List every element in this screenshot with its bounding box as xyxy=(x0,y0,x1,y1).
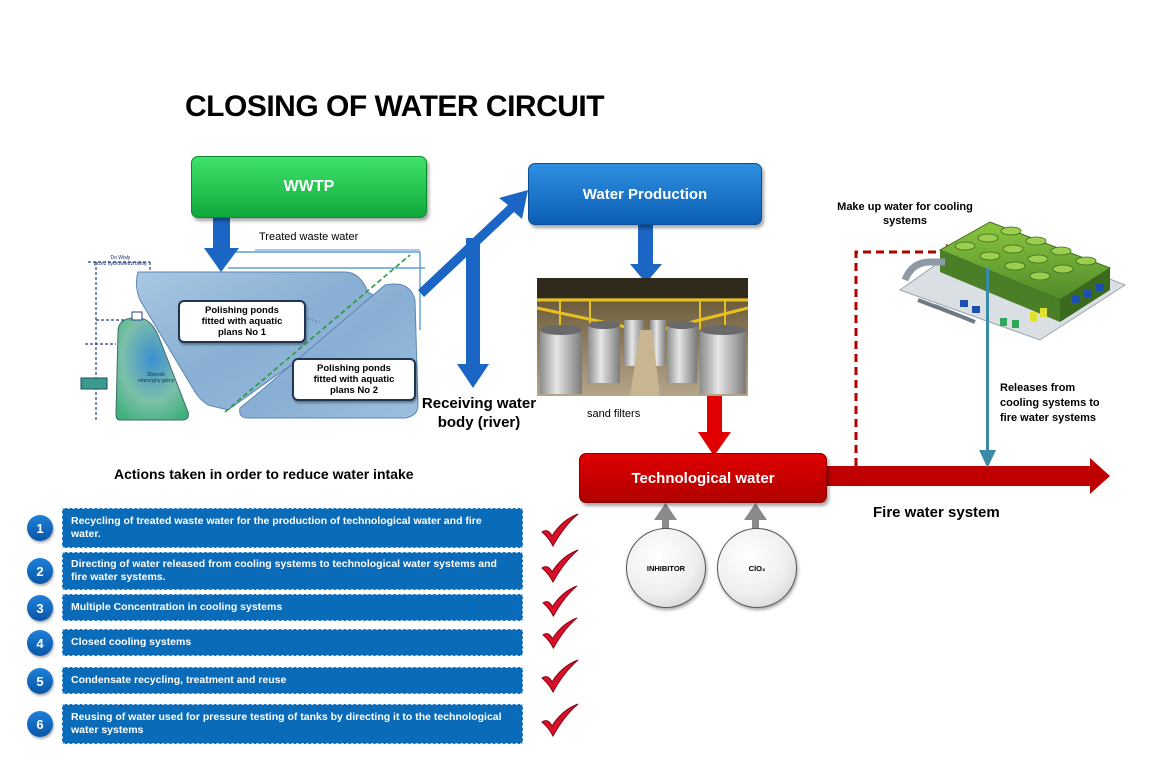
inhibitor-circle: INHIBITOR xyxy=(626,528,706,608)
page-title: CLOSING OF WATER CIRCUIT xyxy=(185,90,605,123)
action-item-6: 6 Reusing of water used for pressure tes… xyxy=(25,704,535,744)
sand-filters-label: sand filters xyxy=(587,408,641,420)
receiving-water-label: Receiving water body (river) xyxy=(414,394,544,432)
makeup-water-label: Make up water for cooling systems xyxy=(830,200,980,228)
arrow-fire-water-system xyxy=(825,458,1110,494)
action-number-badge: 5 xyxy=(27,668,53,694)
action-item-2: 2 Directing of water released from cooli… xyxy=(25,552,535,590)
fire-water-system-label: Fire water system xyxy=(873,504,1000,521)
treated-waste-water-label: Treated waste water xyxy=(259,231,359,243)
pond-label-2-line2: fitted with aquatic xyxy=(313,374,395,385)
makeup-water-line1: Make up water for cooling xyxy=(837,201,973,213)
action-number-badge: 3 xyxy=(27,595,53,621)
checkmark-icon xyxy=(541,549,579,584)
releases-line2: cooling systems to xyxy=(1000,397,1100,409)
pond-label-1: Polishing ponds fitted with aquatic plan… xyxy=(178,300,306,343)
checkmark-icon xyxy=(541,703,579,738)
arrow-inhibitor-up xyxy=(654,503,677,534)
action-item-1: 1 Recycling of treated waste water for t… xyxy=(25,508,535,548)
clo2-circle: ClO₂ xyxy=(717,528,797,608)
clo2-label: ClO₂ xyxy=(748,563,766,573)
map-label-tank: Zbiornik retencyjny górny xyxy=(137,372,175,384)
pond-label-1-line3: plans No 1 xyxy=(217,327,267,338)
checkmark-icon xyxy=(541,659,579,694)
action-item-5: 5 Condensate recycling, treatment and re… xyxy=(25,667,535,694)
releases-line1: Releases from xyxy=(1000,382,1076,394)
action-item-3: 3 Multiple Concentration in cooling syst… xyxy=(25,594,535,621)
checkmark-icon xyxy=(542,617,578,650)
action-text: Directing of water released from cooling… xyxy=(62,552,523,590)
makeup-water-line2: systems xyxy=(882,215,928,227)
action-text: Closed cooling systems xyxy=(62,629,523,656)
arrow-to-technological-water xyxy=(698,396,731,456)
inhibitor-label: INHIBITOR xyxy=(646,563,686,573)
releases-label: Releases from cooling systems to fire wa… xyxy=(1000,381,1100,426)
technological-water-box: Technological water xyxy=(579,453,827,503)
pond-label-2-line3: plans No 2 xyxy=(329,385,379,396)
action-number-badge: 6 xyxy=(27,711,53,737)
action-text: Multiple Concentration in cooling system… xyxy=(62,594,523,621)
arrow-clo2-up xyxy=(744,503,767,534)
arrow-releases-to-fire-water xyxy=(979,268,996,468)
pond-label-1-line1: Polishing ponds xyxy=(205,305,279,316)
sand-filters-photo xyxy=(536,278,749,396)
action-text: Recycling of treated waste water for the… xyxy=(62,508,523,548)
checkmark-icon xyxy=(541,513,579,548)
map-label-outlet-line1: Do Wisły xyxy=(110,255,131,261)
map-label-outlet: Do Wisły przez hydrowietrzrownę xyxy=(94,255,147,267)
actions-title: Actions taken in order to reduce water i… xyxy=(114,466,414,482)
cooling-tower-graphic xyxy=(898,221,1127,341)
map-label-outlet-line2: przez hydrowietrzrownę xyxy=(94,261,147,267)
receiving-water-line1: Receiving water xyxy=(421,395,537,412)
checkmark-icon xyxy=(542,585,578,618)
action-number-badge: 1 xyxy=(27,515,53,541)
makeup-water-dashed-line xyxy=(854,250,948,466)
action-number-badge: 4 xyxy=(27,630,53,656)
action-item-4: 4 Closed cooling systems xyxy=(25,629,535,656)
pond-label-2: Polishing ponds fitted with aquatic plan… xyxy=(292,358,416,401)
action-text: Reusing of water used for pressure testi… xyxy=(62,704,523,744)
water-production-box: Water Production xyxy=(528,163,762,225)
arrow-to-sand-filters xyxy=(630,223,662,283)
action-text: Condensate recycling, treatment and reus… xyxy=(62,667,523,694)
arrow-to-river xyxy=(457,238,489,388)
arrow-wwtp-down xyxy=(204,216,239,272)
wwtp-box: WWTP xyxy=(191,156,427,218)
receiving-water-line2: body (river) xyxy=(437,414,521,431)
action-number-badge: 2 xyxy=(27,558,53,584)
pond-label-2-line1: Polishing ponds xyxy=(317,363,391,374)
pond-label-1-line2: fitted with aquatic xyxy=(201,316,283,327)
releases-line3: fire water systems xyxy=(1000,412,1096,424)
